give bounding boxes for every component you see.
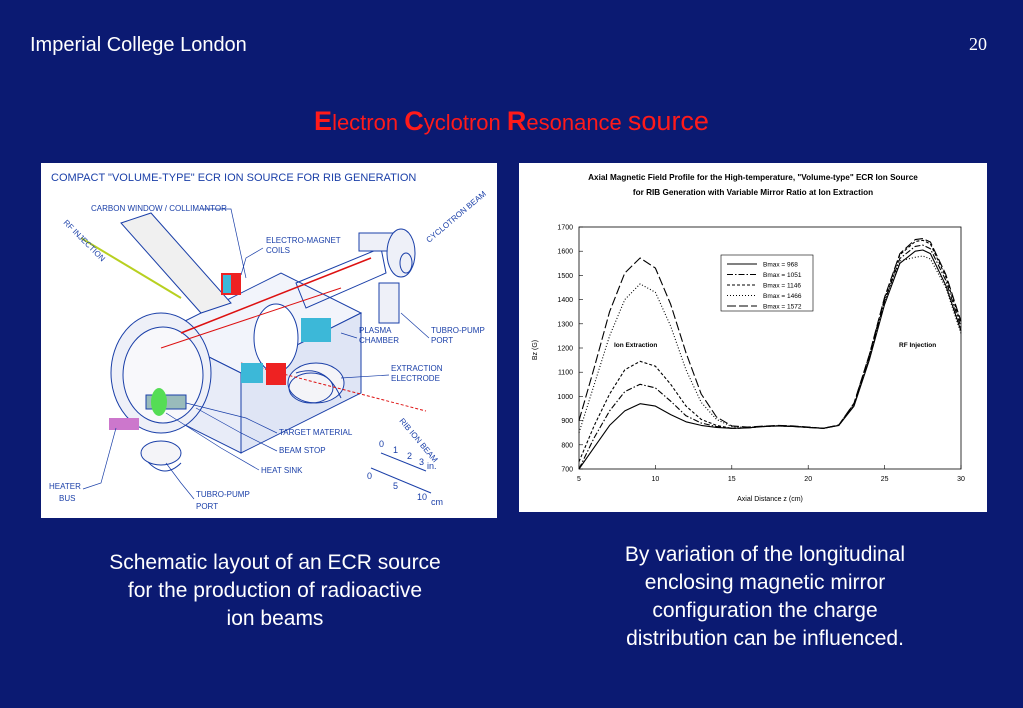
- scale-in-tick: 1: [393, 445, 398, 455]
- title-part: source: [627, 106, 709, 136]
- magnetic-field-chart-panel: Axial Magnetic Field Profile for the Hig…: [519, 163, 987, 512]
- scale-cm-unit: cm: [431, 497, 443, 507]
- label-beam-stop: BEAM STOP: [279, 446, 326, 455]
- cyclotron-beam-line: [180, 257, 372, 334]
- y-tick-label: 1300: [557, 321, 573, 328]
- title-part: E: [314, 106, 333, 136]
- series-line: [578, 244, 962, 470]
- label-turbo-pump-right-1: TUBRO-PUMP: [431, 326, 485, 335]
- x-tick-label: 25: [881, 476, 889, 483]
- coil-cyan: [223, 275, 231, 293]
- x-tick-label: 10: [652, 476, 660, 483]
- label-extraction-1: EXTRACTION: [391, 364, 443, 373]
- caption-line: for the production of radioactive: [127, 579, 423, 602]
- scale-in-tick: 0: [379, 439, 384, 449]
- annotation-ion-extraction: Ion Extraction: [614, 342, 657, 349]
- y-tick-label: 1000: [557, 394, 573, 401]
- chamber-body: [110, 212, 416, 472]
- label-turbo-pump-bottom-1: TUBRO-PUMP: [196, 490, 250, 499]
- heater-bus-connector: [109, 418, 139, 430]
- y-tick-label: 900: [561, 418, 573, 425]
- x-tick-label: 20: [804, 476, 812, 483]
- rf-injection-line: [80, 237, 182, 299]
- label-extraction-2: ELECTRODE: [391, 374, 440, 383]
- title-part: C: [404, 106, 424, 136]
- caption-line: ion beams: [226, 607, 324, 630]
- y-tick-label: 800: [561, 442, 573, 449]
- caption-right: By variation of the longitudinal enclosi…: [560, 541, 970, 653]
- scale-in-unit: in.: [427, 461, 437, 471]
- caption-line: configuration the charge: [652, 599, 878, 622]
- ecr-schematic-diagram: COMPACT "VOLUME-TYPE" ECR ION SOURCE FOR…: [41, 163, 497, 518]
- x-tick-label: 15: [728, 476, 736, 483]
- label-carbon-window: CARBON WINDOW / COLLIMANTOR: [91, 204, 227, 213]
- y-tick-label: 1700: [557, 225, 573, 232]
- schematic-title: COMPACT "VOLUME-TYPE" ECR ION SOURCE FOR…: [51, 172, 416, 184]
- x-axis-label: Axial Distance z (cm): [737, 496, 803, 503]
- page-number: 20: [969, 34, 987, 54]
- magnetic-field-chart: Axial Magnetic Field Profile for the Hig…: [532, 173, 965, 503]
- y-axis-label: Bz (G): [532, 340, 539, 360]
- x-tick-label: 5: [577, 476, 581, 483]
- caption-line: enclosing magnetic mirror: [644, 571, 886, 594]
- legend-label: Bmax = 1051: [763, 272, 802, 279]
- series-line: [578, 238, 962, 429]
- label-electromagnet-2: COILS: [266, 246, 290, 255]
- caption-line: Schematic layout of an ECR source: [109, 551, 441, 574]
- legend-label: Bmax = 1466: [763, 293, 802, 300]
- series-line: [578, 255, 962, 433]
- label-turbo-pump-right-2: PORT: [431, 336, 453, 345]
- chart-title: Axial Magnetic Field Profile for the Hig…: [588, 173, 918, 182]
- label-heat-sink: HEAT SINK: [261, 466, 303, 475]
- scale-cm-tick: 0: [367, 471, 372, 481]
- y-tick-label: 1600: [557, 249, 573, 256]
- scale-in-tick: 3: [419, 457, 424, 467]
- scale-cm-tick: 5: [393, 481, 398, 491]
- y-tick-label: 1100: [558, 370, 573, 377]
- label-target-material: TARGET MATERIAL: [279, 428, 353, 437]
- caption-line: By variation of the longitudinal: [624, 543, 906, 566]
- label-plasma-1: PLASMA: [359, 326, 392, 335]
- label-heater-1: HEATER: [49, 482, 81, 491]
- scale-bars: [370, 452, 432, 494]
- label-turbo-pump-bottom-2: PORT: [196, 502, 218, 511]
- label-electromagnet-1: ELECTRO-MAGNET: [266, 236, 341, 245]
- coil-red: [266, 363, 286, 385]
- heat-sink-ring: [151, 388, 167, 416]
- legend-label: Bmax = 1572: [763, 304, 802, 311]
- y-tick-label: 1500: [557, 273, 573, 280]
- x-tick-label: 30: [957, 476, 965, 483]
- chart-subtitle: for RIB Generation with Variable Mirror …: [633, 188, 873, 197]
- legend-label: Bmax = 968: [763, 262, 798, 269]
- caption-line: distribution can be influenced.: [626, 627, 904, 650]
- coil-cyan: [301, 318, 331, 342]
- slide-title: Electron Cyclotron Resonance source: [0, 106, 1023, 137]
- y-tick-label: 1200: [557, 346, 573, 353]
- title-part: yclotron: [423, 110, 507, 135]
- annotation-rf-injection: RF Injection: [899, 342, 936, 349]
- y-tick-label: 700: [561, 467, 573, 474]
- label-heater-2: BUS: [59, 494, 75, 503]
- label-plasma-2: CHAMBER: [359, 336, 399, 345]
- title-part: esonance: [526, 110, 628, 135]
- scale-in-tick: 2: [407, 451, 412, 461]
- legend-label: Bmax = 1146: [763, 283, 801, 290]
- beam-line: [160, 287, 342, 349]
- leader-lines: [82, 208, 430, 500]
- y-tick-label: 1400: [557, 297, 573, 304]
- series-line: [578, 239, 962, 462]
- ecr-schematic-panel: COMPACT "VOLUME-TYPE" ECR ION SOURCE FOR…: [41, 163, 497, 518]
- title-part: lectron: [332, 110, 405, 135]
- institution-name: Imperial College London: [30, 34, 247, 56]
- title-part: R: [506, 106, 527, 136]
- coil-cyan: [241, 363, 263, 383]
- caption-left: Schematic layout of an ECR source for th…: [60, 549, 490, 633]
- scale-cm-tick: 10: [417, 492, 427, 502]
